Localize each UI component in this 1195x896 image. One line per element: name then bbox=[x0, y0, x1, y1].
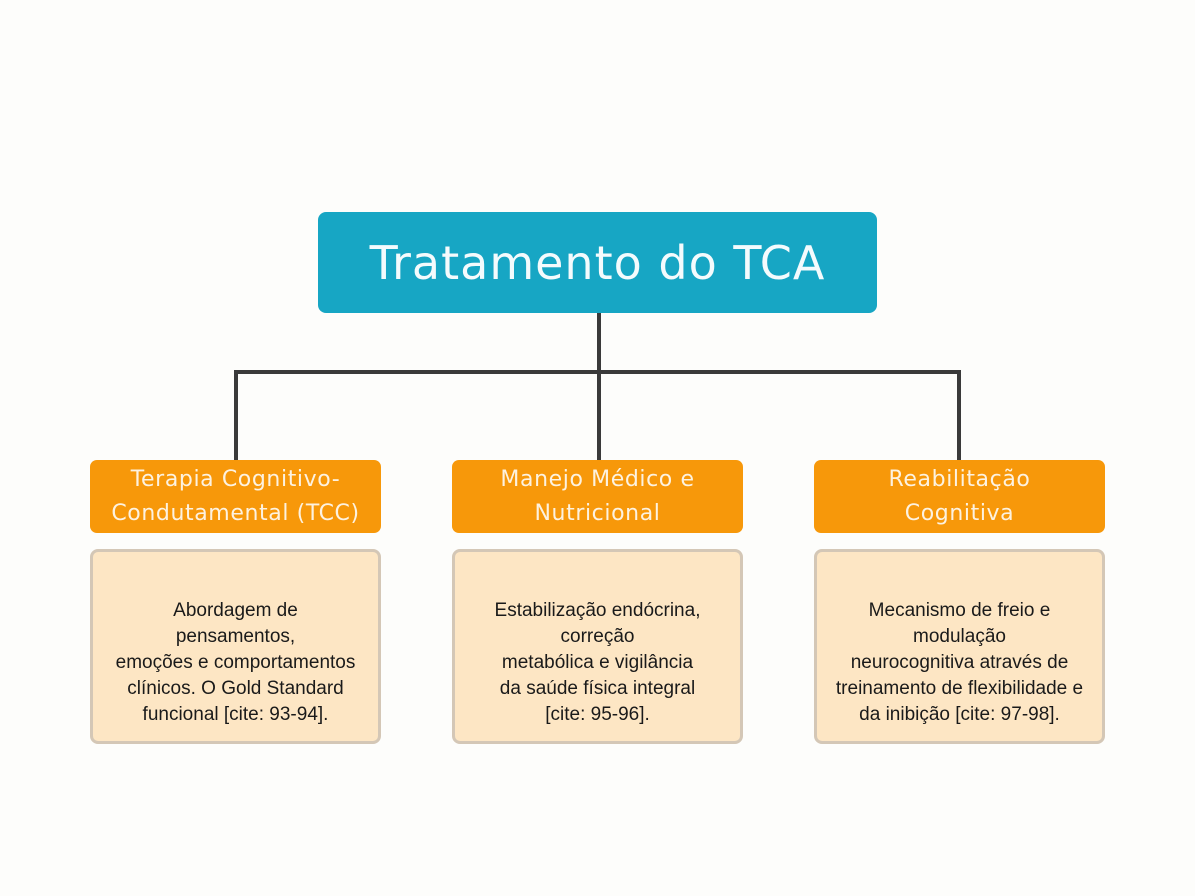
root-node: Tratamento do TCA bbox=[318, 212, 877, 313]
branch-header-tcc: Terapia Cognitivo- Condutamental (TCC) bbox=[90, 460, 381, 533]
branch-description: Estabilização endócrina, correção metabó… bbox=[494, 600, 701, 725]
branch-title: Manejo Médico e Nutricional bbox=[500, 466, 695, 526]
branch-header-manejo: Manejo Médico e Nutricional bbox=[452, 460, 743, 533]
branch-description: Abordagem de pensamentos, emoções e comp… bbox=[115, 600, 356, 725]
branch-title: Reabilitação Cognitiva bbox=[888, 466, 1031, 526]
branch-title: Terapia Cognitivo- Condutamental (TCC) bbox=[111, 466, 360, 526]
root-title: Tratamento do TCA bbox=[369, 235, 826, 290]
branch-header-reabilitacao: Reabilitação Cognitiva bbox=[814, 460, 1105, 533]
branch-description-manejo: Estabilização endócrina, correção metabó… bbox=[452, 549, 743, 744]
branch-description-reabilitacao: Mecanismo de freio e modulação neurocogn… bbox=[814, 549, 1105, 744]
branch-description-tcc: Abordagem de pensamentos, emoções e comp… bbox=[90, 549, 381, 744]
branch-description: Mecanismo de freio e modulação neurocogn… bbox=[835, 600, 1084, 725]
